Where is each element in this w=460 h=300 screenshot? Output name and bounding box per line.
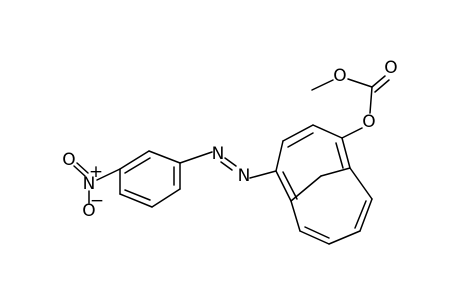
bond-ring-to-azo <box>179 151 213 164</box>
ring-bond <box>359 198 373 232</box>
ring-bond-inner <box>124 157 151 174</box>
ring-bond-inner <box>287 132 314 148</box>
ring-bond <box>275 140 284 172</box>
ring-bond <box>148 150 181 164</box>
ring-bond <box>312 124 343 139</box>
ring-bond <box>119 193 153 208</box>
bond-ester-o-to-c <box>369 86 373 114</box>
nitro-negative-charge: − <box>90 191 104 211</box>
bridge-bond <box>290 175 322 202</box>
ring-bond <box>349 167 373 200</box>
ring-bond-inner <box>335 142 344 169</box>
bond-n-o-top-double <box>73 165 86 177</box>
ring-bond <box>275 170 292 202</box>
ring-bond-inner <box>304 226 330 239</box>
atom-labels: N + O O − N N O O O <box>62 58 397 221</box>
ring-bond-inner <box>354 200 367 229</box>
bond-c-to-methoxy-o <box>347 78 373 88</box>
ring-bond-inner <box>124 189 151 201</box>
bond-azo-double-a <box>220 161 233 171</box>
nitro-group-bonds <box>73 162 121 204</box>
ring-bond <box>328 230 361 245</box>
ring-bond <box>299 230 330 245</box>
azo-linkage <box>179 151 277 179</box>
nitro-positive-charge: + <box>89 162 103 182</box>
nitro-oxygen-bottom-label: O <box>82 201 95 221</box>
bond-carbonyl <box>371 75 386 88</box>
bond-azo-double-b <box>224 157 237 167</box>
bond-carbonyl-double <box>374 79 390 93</box>
nitro-oxygen-top-label: O <box>62 150 75 170</box>
ring-bond <box>341 137 351 169</box>
bicyclic-ring <box>275 124 373 245</box>
nitrophenyl-ring <box>119 150 181 208</box>
ring-bond <box>290 200 301 232</box>
ring-bond <box>119 150 150 170</box>
bond-n-o-top <box>76 162 89 174</box>
bond-n-to-ring <box>96 168 121 181</box>
azo-nitrogen-2-label: N <box>238 166 251 186</box>
bridge-bond <box>320 167 351 177</box>
ring-bond <box>282 124 314 142</box>
methoxy-oxygen-label: O <box>333 66 346 86</box>
bond-ring-to-ester-o <box>341 127 363 139</box>
ring-bond-inner <box>282 171 298 200</box>
nitro-nitrogen-label: N <box>83 174 96 194</box>
bond-azo-to-ring <box>249 170 277 179</box>
ring-bond <box>151 188 181 208</box>
azo-nitrogen-1-label: N <box>212 144 225 164</box>
ester-oxygen-label: O <box>362 112 375 132</box>
bond-methoxy <box>311 79 334 91</box>
carbonate-group <box>311 75 390 139</box>
carbonyl-oxygen-label: O <box>384 58 397 78</box>
